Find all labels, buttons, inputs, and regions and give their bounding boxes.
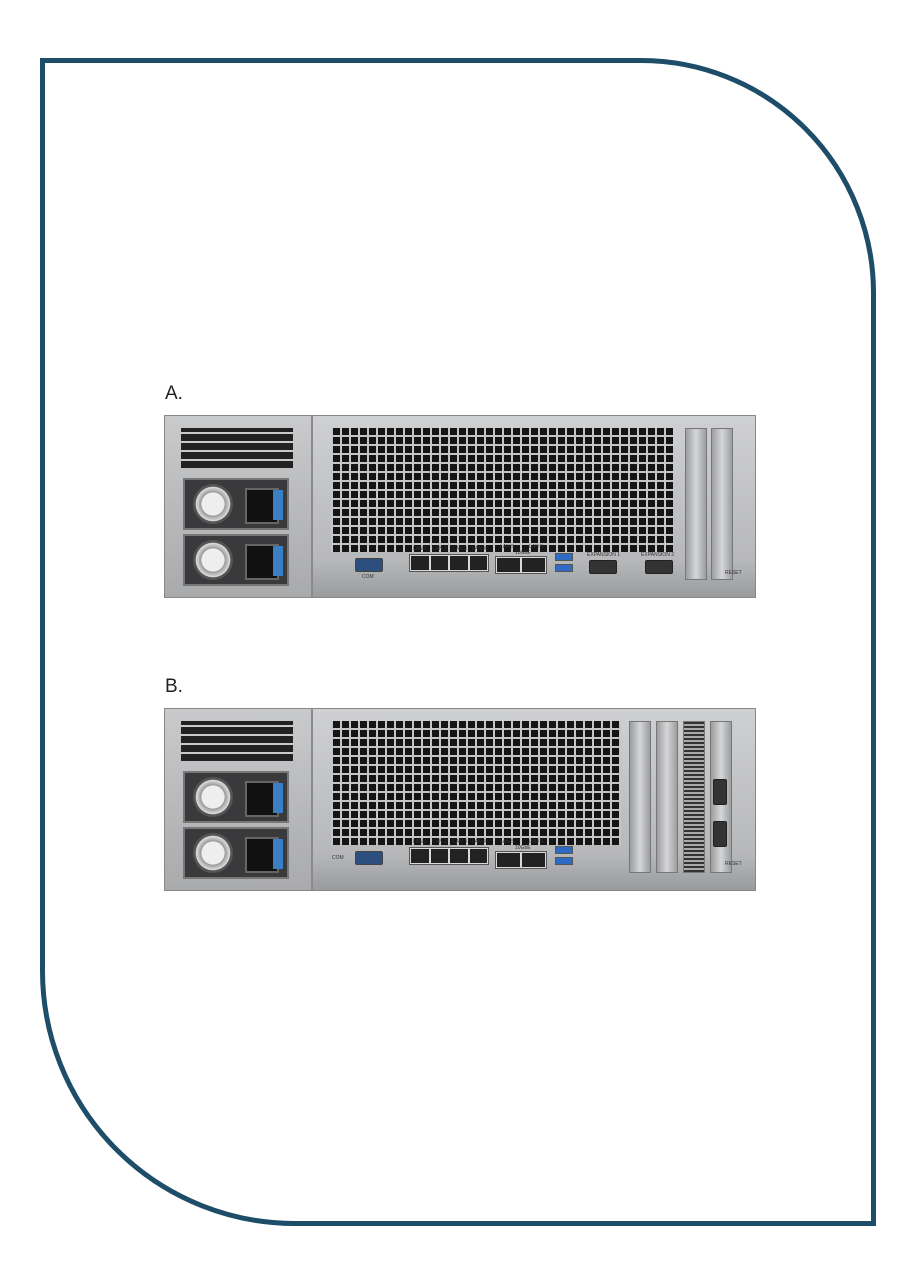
page-frame	[40, 58, 876, 1226]
10gbe-label: 10GbE	[515, 845, 531, 851]
lan1-label: LAN 1	[413, 839, 427, 845]
reset-label: RESET	[725, 570, 742, 576]
power-supply-2	[183, 827, 289, 879]
fan-icon	[193, 484, 233, 524]
release-tab	[273, 546, 283, 576]
expansion1-label: EXPANSION 1	[587, 552, 620, 558]
release-tab	[273, 490, 283, 520]
psu-bay	[165, 416, 313, 597]
power-supply-2	[183, 534, 289, 586]
expansion2-label: EXPANSION 2	[641, 552, 674, 558]
expansion-slot	[629, 721, 651, 873]
expansion-card	[683, 721, 705, 873]
release-tab	[273, 783, 283, 813]
lan-ports-5-6	[495, 851, 547, 869]
figure-b-label: B.	[165, 676, 183, 697]
figure-a-label: A.	[165, 383, 183, 404]
lan-ports-1-4	[409, 554, 489, 572]
lan3-label: LAN 3	[453, 839, 467, 845]
com-port	[355, 558, 383, 572]
usb-port	[555, 857, 573, 865]
com-port	[355, 851, 383, 865]
psu-bay	[165, 709, 313, 890]
lan5-label: LAN 5	[500, 544, 514, 550]
fan-icon	[193, 777, 233, 817]
lan3-label: LAN 3	[453, 546, 467, 552]
device-rear-panel-b: COM LAN 1 LAN 2 LAN 3 LAN 4 LAN 5 10GbE …	[164, 708, 756, 891]
usb-port	[555, 846, 573, 854]
expansion-slot	[656, 721, 678, 873]
lan4-label: LAN 4	[472, 546, 486, 552]
release-tab	[273, 839, 283, 869]
com-label: COM	[362, 574, 374, 580]
fan-icon	[193, 540, 233, 580]
power-supply-1	[183, 478, 289, 530]
lan6-label: LAN 6	[529, 839, 543, 845]
expansion-slot	[711, 428, 733, 580]
reset-label: RESET	[725, 861, 742, 867]
usb-port	[555, 553, 573, 561]
lan2-label: LAN 2	[433, 839, 447, 845]
expansion-port	[713, 821, 727, 847]
psu-vent	[181, 428, 293, 468]
lan6-label: LAN 6	[529, 544, 543, 550]
device-rear-panel-a: COM LAN 1 LAN 2 LAN 3 LAN 4 LAN 5 10GbE …	[164, 415, 756, 598]
expansion2-port	[645, 560, 673, 574]
expansion-slot	[685, 428, 707, 580]
lan-ports-1-4	[409, 847, 489, 865]
usb-port	[555, 564, 573, 572]
expansion-port	[713, 779, 727, 805]
lan-ports-5-6	[495, 556, 547, 574]
com-label: COM	[332, 855, 344, 861]
lan4-label: LAN 4	[472, 839, 486, 845]
lan2-label: LAN 2	[433, 546, 447, 552]
power-supply-1	[183, 771, 289, 823]
expansion1-port	[589, 560, 617, 574]
vent-grille	[331, 428, 673, 552]
vent-grille	[331, 721, 621, 845]
psu-vent	[181, 721, 293, 761]
lan5-label: LAN 5	[500, 839, 514, 845]
10gbe-label: 10GbE	[515, 550, 531, 556]
fan-icon	[193, 833, 233, 873]
lan1-label: LAN 1	[413, 546, 427, 552]
